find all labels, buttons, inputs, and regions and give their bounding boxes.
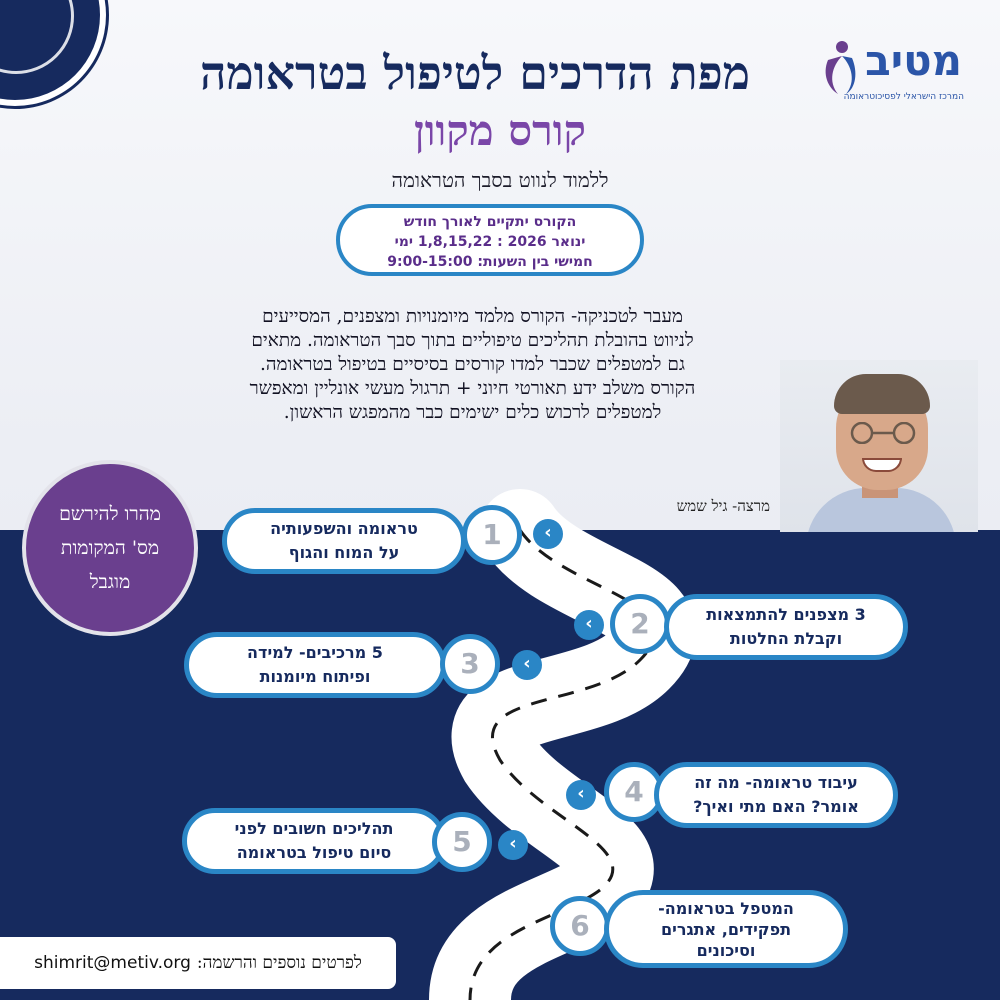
description-line: מעבר לטכניקה- הקורס מלמד מיומנויות ומצפנ… — [262, 306, 683, 327]
contact-bar: לפרטים נוספים והרשמה: shimrit@metiv.org — [0, 937, 396, 989]
badge-line: מס' המקומות — [60, 537, 160, 559]
course-type: קורס מקוון — [414, 106, 586, 155]
step-6-subtitle-2: וסיכונים — [696, 940, 756, 960]
step-2-subtitle: וקבלת החלטות — [729, 629, 843, 648]
limited-seats-badge: מהרו להירשם מס' המקומות מוגבל — [22, 460, 198, 636]
course-description: מעבר לטכניקה- הקורס מלמד מיומנויות ומצפנ… — [180, 305, 765, 425]
step-5-title: תהליכים חשובים לפני — [234, 819, 394, 838]
contact-email-link[interactable]: shimrit@metiv.org — [34, 953, 191, 973]
step-4-subtitle: אומר? האם מתי ואיך? — [693, 797, 859, 816]
contact-label: לפרטים נוספים והרשמה: — [196, 953, 362, 973]
step-4-title: עיבוד טראומה- מה זה — [694, 773, 858, 792]
schedule-box: הקורס יתקיים לאורך חודש ינואר 2026 : 1,8… — [336, 204, 644, 276]
step-1-pill: טראומה והשפעותיה על המוח והגוף — [222, 508, 466, 574]
description-line: למטפלים לרכוש כלים ישימים כבר מהמפגש הרא… — [283, 402, 662, 423]
step-1-title: טראומה והשפעותיה — [270, 519, 418, 538]
step-5-pill: תהליכים חשובים לפני סיום טיפול בטראומה — [182, 808, 446, 874]
chevron-left-icon: ‹ — [566, 780, 596, 810]
chevron-left-icon: ‹ — [574, 610, 604, 640]
chevron-left-icon: ‹ — [533, 519, 563, 549]
step-3-number: 3 — [440, 634, 500, 694]
lecturer-photo — [780, 360, 978, 532]
chevron-left-icon: ‹ — [498, 830, 528, 860]
step-3-pill: 5 מרכיבים- למידה ופיתוח מיומנות — [184, 632, 446, 698]
step-2-number: 2 — [610, 594, 670, 654]
chevron-left-icon: ‹ — [512, 650, 542, 680]
badge-line: מהרו להירשם — [59, 503, 161, 525]
step-1-subtitle: על המוח והגוף — [288, 543, 400, 562]
step-6-title: המטפל בטראומה- — [658, 898, 794, 918]
description-line: הקורס משלב ידע תאורטי חיוני + תרגול מעשי… — [249, 378, 696, 399]
tagline: ללמוד לנווט בסבך הטראומה — [391, 168, 609, 192]
metiv-logo: מטיב המרכז הישראלי לפסיכוטראומה — [812, 32, 972, 112]
step-3-subtitle: ופיתוח מיומנות — [259, 667, 371, 686]
page-title: מפת הדרכים לטיפול בטראומה — [199, 46, 751, 100]
step-2-pill: 3 מצפנים להתמצאות וקבלת החלטות — [664, 594, 908, 660]
description-line: גם למטפלים שכבר למדו קורסים בסיסיים בטיפ… — [260, 354, 685, 375]
step-4-pill: עיבוד טראומה- מה זה אומר? האם מתי ואיך? — [654, 762, 898, 828]
schedule-line: ינואר 2026 : 1,8,15,22 ימי — [394, 234, 586, 250]
lecturer-label: מרצה- גיל שמש — [676, 497, 770, 515]
description-line: לניווט בהובלת תהליכים טיפוליים בתוך סבך … — [251, 330, 694, 351]
step-5-number: 5 — [432, 812, 492, 872]
schedule-line: הקורס יתקיים לאורך חודש — [403, 214, 577, 230]
logo-subtitle: המרכז הישראלי לפסיכוטראומה — [843, 92, 964, 102]
step-3-title: 5 מרכיבים- למידה — [247, 643, 383, 662]
step-6-subtitle: תפקידים, אתגרים — [660, 919, 792, 939]
decorative-ring — [0, 0, 100, 100]
badge-line: מוגבל — [89, 571, 131, 593]
step-6-pill: המטפל בטראומה- תפקידים, אתגרים וסיכונים — [604, 890, 848, 968]
schedule-line: חמישי בין השעות: 9:00-15:00 — [387, 254, 593, 270]
step-1-number: 1 — [462, 505, 522, 565]
person-figure-icon — [825, 41, 856, 94]
step-2-title: 3 מצפנים להתמצאות — [706, 605, 866, 624]
step-5-subtitle: סיום טיפול בטראומה — [236, 843, 392, 862]
logo-wordmark: מטיב — [865, 36, 962, 85]
step-6-number: 6 — [550, 896, 610, 956]
